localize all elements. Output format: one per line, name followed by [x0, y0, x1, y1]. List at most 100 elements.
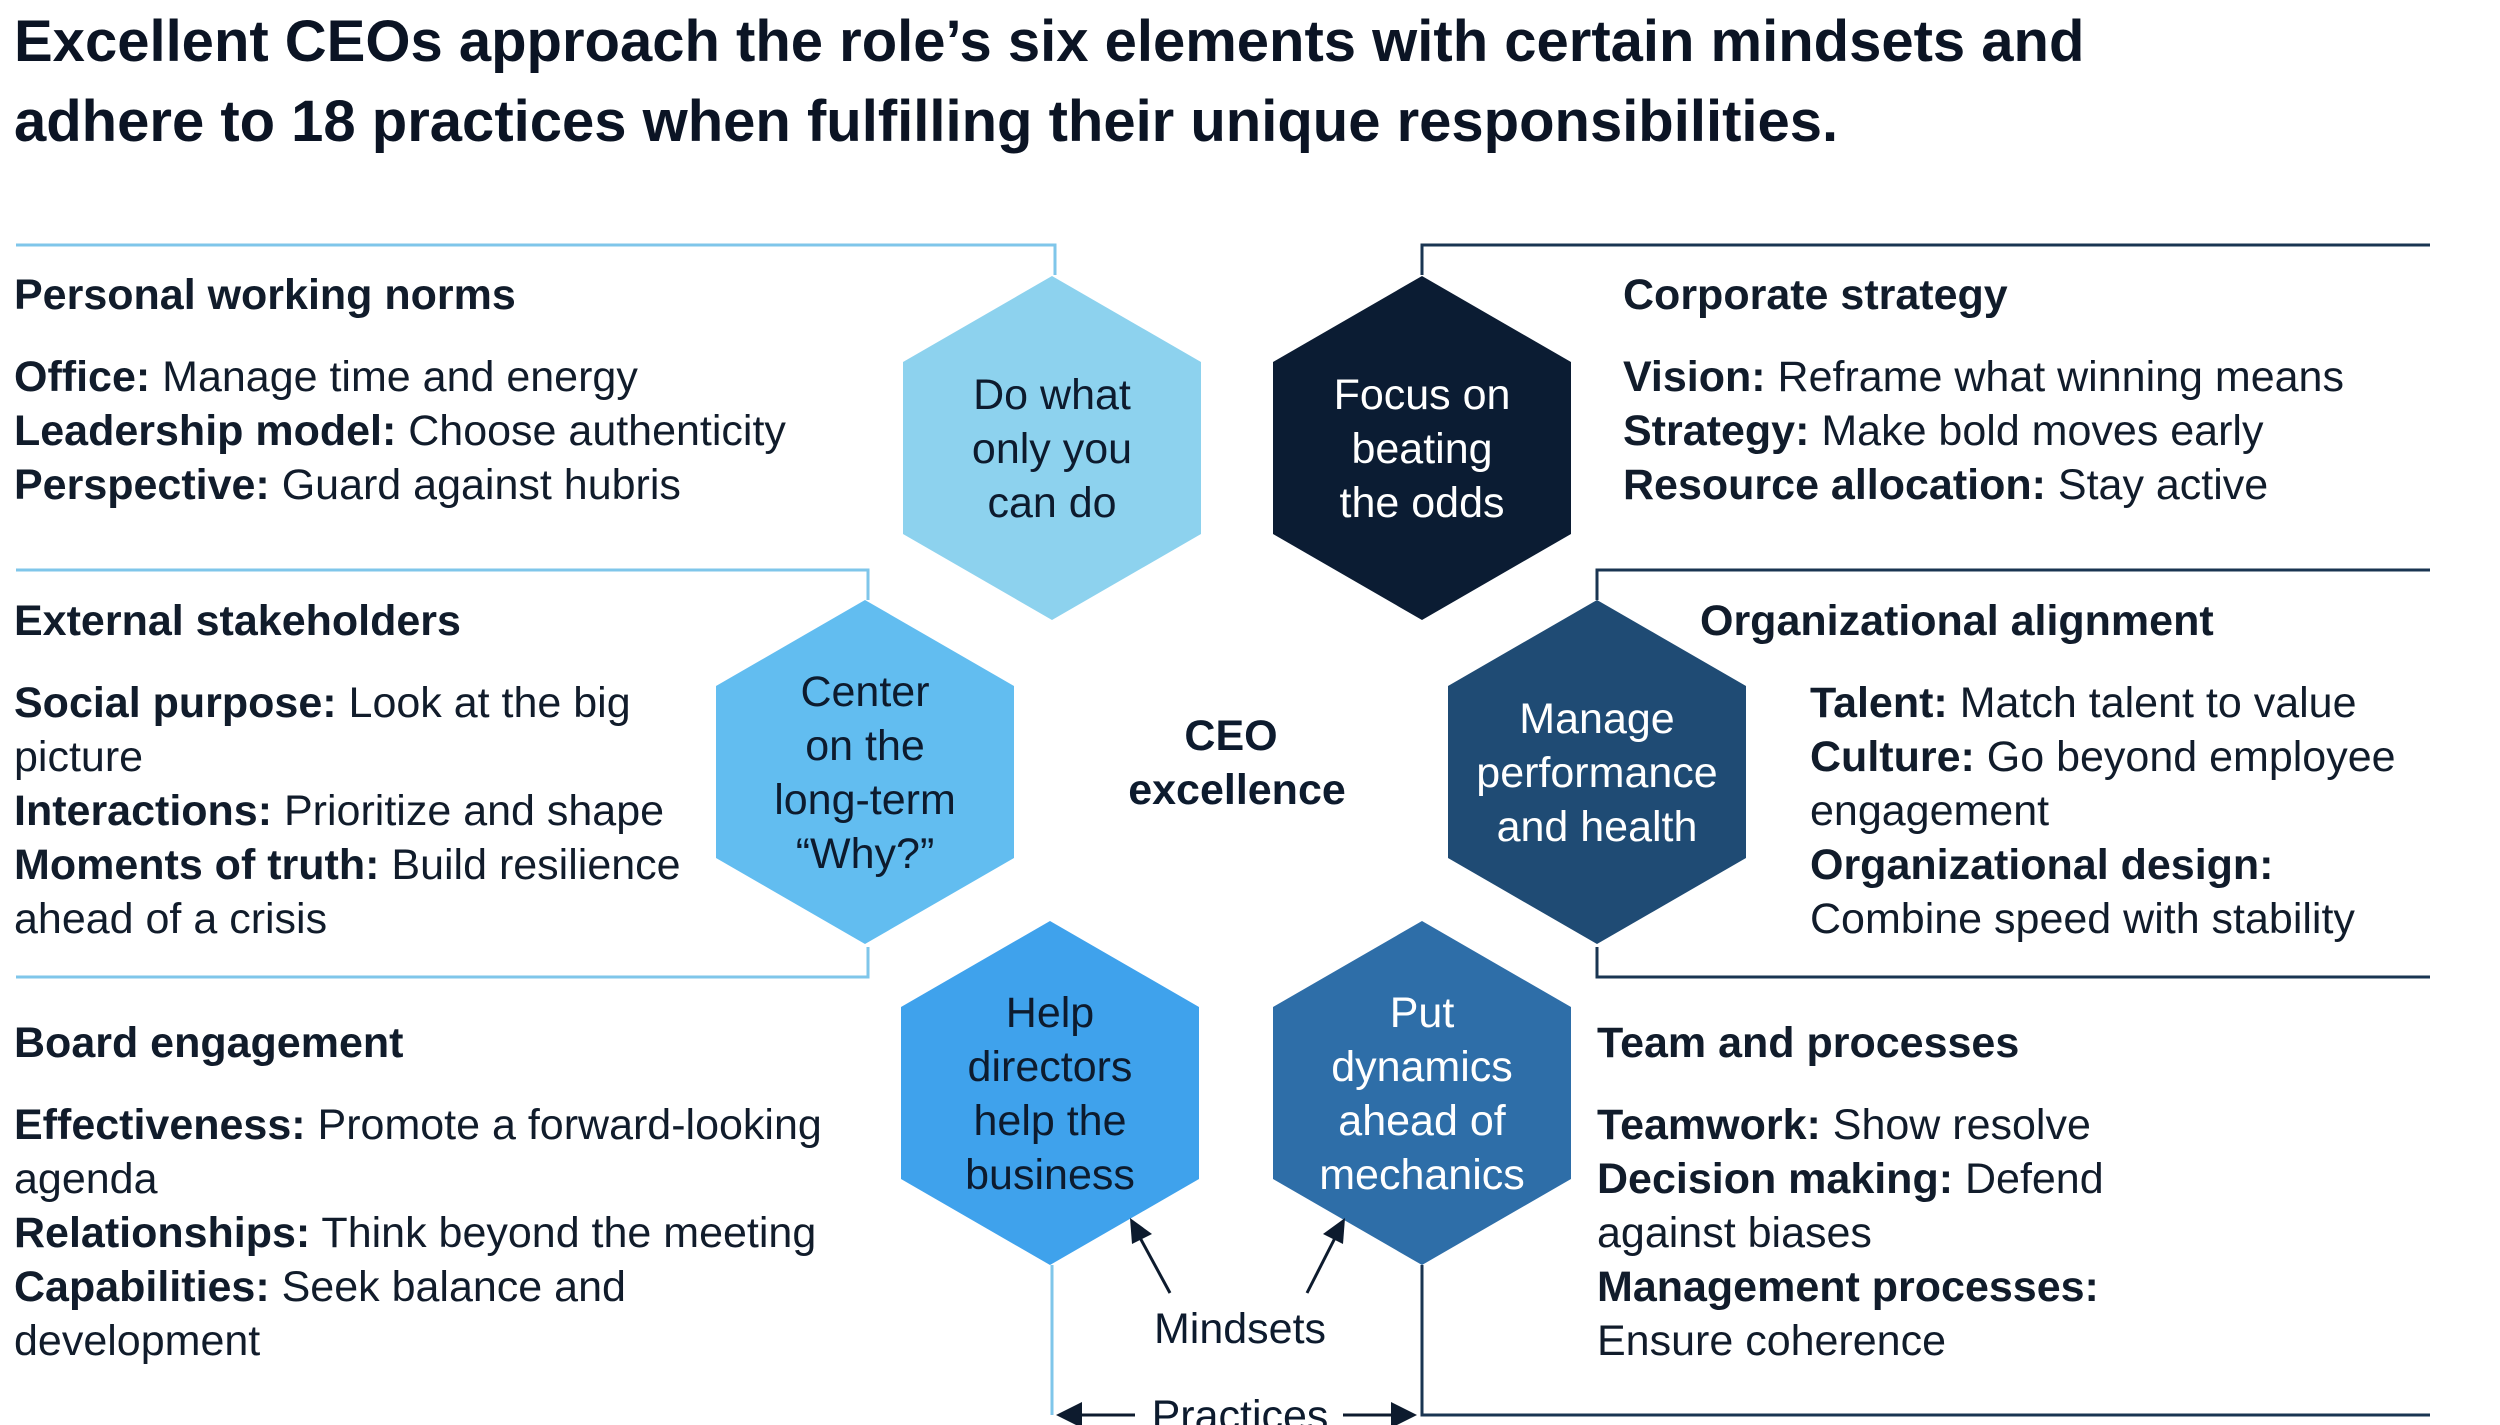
hexagon-label-line: can do	[987, 479, 1116, 527]
practice-label: Teamwork:	[1597, 1101, 1821, 1149]
section-heading: Corporate strategy	[1623, 271, 2008, 319]
page-title: Excellent CEOs approach the role’s six e…	[14, 2, 2434, 162]
practice-item: Culture: Go beyond employee engagement	[1810, 730, 2430, 838]
practice-item: Moments of truth: Build resilience ahead…	[14, 838, 714, 946]
practice-label: Moments of truth:	[14, 841, 380, 889]
hexagon-shape	[1273, 276, 1571, 620]
hexagon-label-line: performance	[1476, 749, 1717, 797]
hexagon-label-line: Put	[1390, 989, 1455, 1037]
hexagon-shape	[716, 600, 1014, 944]
legend: Mindsets Practices	[1056, 1218, 1417, 1425]
practice-text: Reframe what winning means	[1765, 353, 2344, 401]
practice-item: Teamwork: Show resolve	[1597, 1098, 2217, 1152]
practice-item: Effectiveness: Promote a forward-looking…	[14, 1098, 864, 1206]
hexagon-label-line: “Why?”	[796, 830, 935, 878]
hexagon-label-line: long-term	[774, 776, 956, 824]
practice-label: Relationships:	[14, 1209, 311, 1257]
hexagon-label-line: Focus on	[1334, 371, 1511, 419]
hexagon-label-line: Do what	[973, 371, 1131, 419]
bracket-line	[1595, 568, 2430, 600]
center-label-line-2: excellence	[1128, 766, 1346, 814]
hexagon-label-line: only you	[972, 425, 1132, 473]
hexagon-do-what-only-you-can-do: Do what only you can do	[903, 276, 1201, 620]
practices-arrowhead-left	[1056, 1402, 1082, 1425]
hexagon-label-line: beating	[1351, 425, 1492, 473]
practice-item: Office: Manage time and energy	[14, 350, 894, 404]
practice-text: Manage time and energy	[150, 353, 638, 401]
practice-label: Office:	[14, 353, 151, 401]
practice-label: Management processes:	[1597, 1263, 2099, 1311]
hexagon-label-line: the odds	[1340, 479, 1505, 527]
practice-label: Perspective:	[14, 461, 270, 509]
practice-label: Talent:	[1810, 679, 1948, 727]
practice-item: Management processes: Ensure coherence	[1597, 1260, 2217, 1368]
hexagon-focus-on-beating-the-odds: Focus on beating the odds	[1273, 276, 1571, 620]
bracket-line	[16, 947, 870, 979]
section-heading: Personal working norms	[14, 271, 516, 319]
mindsets-arrowhead-right	[1323, 1218, 1345, 1244]
hexagon-label: Manage performance and health	[1476, 695, 1717, 851]
practice-label: Decision making:	[1597, 1155, 1954, 1203]
hexagon-group: Do what only you can do Focus on beating the …	[716, 276, 1746, 1265]
practice-label: Effectiveness:	[14, 1101, 306, 1149]
practice-text: Make bold moves early	[1809, 407, 2264, 455]
practice-label: Interactions:	[14, 787, 273, 835]
hexagon-manage-performance-and-health: Manage performance and health	[1448, 600, 1746, 944]
practice-item: Social purpose: Look at the big picture	[14, 676, 714, 784]
hexagon-label-line: directors	[968, 1043, 1133, 1091]
bracket-line	[1420, 1265, 2430, 1417]
practice-text: Match talent to value	[1947, 679, 2357, 727]
hexagon-label-line: Manage	[1519, 695, 1674, 743]
hexagon-shape	[903, 276, 1201, 620]
hexagon-label: Do what only you can do	[972, 371, 1132, 527]
practice-label: Strategy:	[1623, 407, 1810, 455]
hexagon-shape	[1273, 921, 1571, 1265]
section-heading: External stakeholders	[14, 597, 461, 645]
practices-label: Practices	[1152, 1392, 1329, 1425]
practice-text: Promote a forward-looking agenda	[14, 1101, 822, 1203]
section-heading: Organizational alignment	[1700, 597, 2214, 645]
practice-text: Build resilience ahead of a crisis	[14, 841, 681, 943]
practice-item: Resource allocation: Stay active	[1623, 458, 2423, 512]
practice-item: Decision making: Defend against biases	[1597, 1152, 2217, 1260]
practice-text: Choose authenticity	[396, 407, 786, 455]
mindsets-arrowhead-left	[1130, 1218, 1152, 1244]
practice-item: Perspective: Guard against hubris	[14, 458, 894, 512]
hexagon-shape	[901, 921, 1199, 1265]
practice-text: Seek balance and development	[14, 1263, 626, 1365]
practice-label: Resource allocation:	[1623, 461, 2046, 509]
hexagon-label-line: and health	[1497, 803, 1698, 851]
practice-text: Guard against hubris	[269, 461, 681, 509]
practice-label: Culture:	[1810, 733, 1975, 781]
mindsets-arrow-left	[1136, 1233, 1172, 1294]
hexagon-label-line: help the	[973, 1097, 1126, 1145]
hexagon-shape	[1448, 600, 1746, 944]
section-heading: Board engagement	[14, 1019, 404, 1067]
hexagon-label-line: on the	[805, 722, 925, 770]
practice-text: Defend against biases	[1597, 1155, 2104, 1257]
center-label: CEO excellence	[1128, 712, 1346, 814]
practices-arrowhead-right	[1391, 1402, 1417, 1425]
practice-item: Capabilities: Seek balance and developme…	[14, 1260, 864, 1368]
practice-text: Stay active	[2045, 461, 2269, 509]
practice-item: Organizational design: Combine speed wit…	[1810, 838, 2430, 946]
practice-text: Think beyond the meeting	[310, 1209, 817, 1257]
title-line-1: Excellent CEOs approach the role’s six e…	[14, 9, 2085, 74]
mindsets-label: Mindsets	[1154, 1305, 1326, 1353]
hexagon-label-line: business	[965, 1151, 1135, 1199]
practice-text: Show resolve	[1820, 1101, 2091, 1149]
title-line-2: adhere to 18 practices when fulfilling t…	[14, 89, 1839, 154]
practice-item: Interactions: Prioritize and shape	[14, 784, 714, 838]
practice-item: Relationships: Think beyond the meeting	[14, 1206, 864, 1260]
center-label-line-1: CEO	[1184, 712, 1277, 760]
bracket-line	[1420, 243, 2430, 275]
practice-label: Leadership model:	[14, 407, 397, 455]
bracket-line	[16, 568, 870, 600]
practice-text: Prioritize and shape	[272, 787, 665, 835]
